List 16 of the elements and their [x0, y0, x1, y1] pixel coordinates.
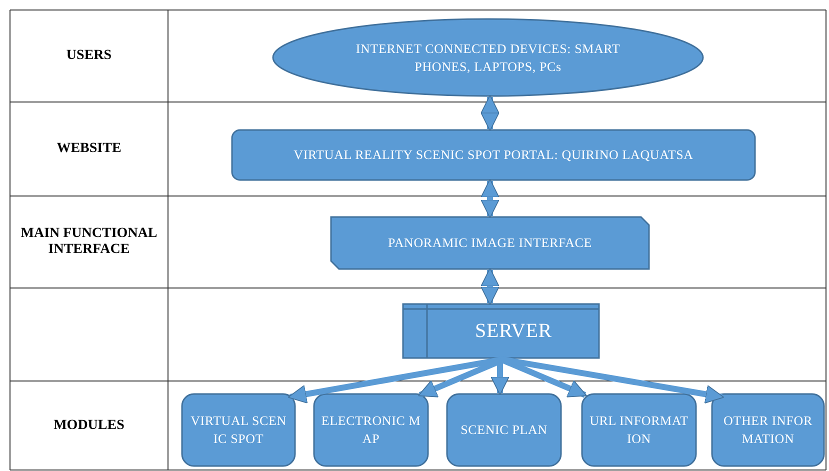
- arrow: [480, 94, 500, 132]
- row-label: USERS: [66, 48, 112, 64]
- server-box: SERVER: [402, 303, 600, 359]
- module-box: ELECTRONIC MAP: [313, 393, 429, 467]
- row-label: MAIN FUNCTIONAL INTERFACE: [20, 226, 158, 258]
- devices-ellipse: INTERNET CONNECTED DEVICES: SMART PHONES, LAPTOPS, PCs: [272, 18, 704, 97]
- module-box: URL INFORMATION: [581, 393, 697, 467]
- interface-box: PANORAMIC IMAGE INTERFACE: [330, 216, 650, 270]
- row-label: WEBSITE: [56, 141, 122, 157]
- module-box: SCENIC PLAN: [446, 393, 562, 467]
- module-box: VIRTUAL SCENIC SPOT: [181, 393, 296, 467]
- arrow: [480, 178, 500, 218]
- row-label: MODULES: [54, 418, 124, 434]
- portal-box: VIRTUAL REALITY SCENIC SPOT PORTAL: QUIRINO LAQUATSA: [231, 129, 756, 181]
- arrow: [480, 268, 500, 306]
- module-box: OTHER INFORMATION: [711, 393, 825, 467]
